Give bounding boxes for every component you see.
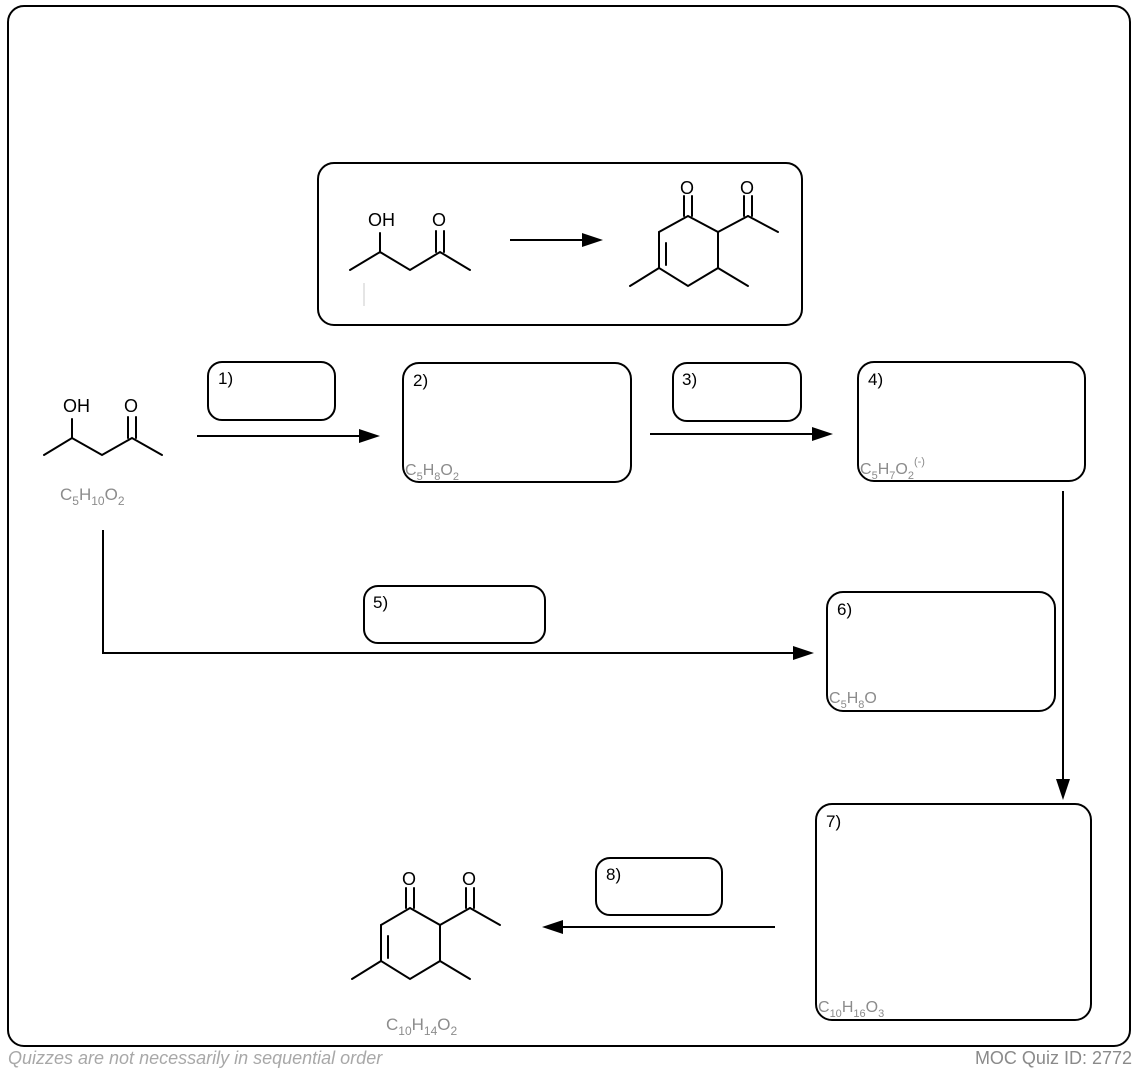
arrow-7-to-product	[542, 920, 775, 934]
step-3-box[interactable]	[672, 362, 802, 422]
step-5-label: 5)	[373, 593, 388, 612]
overview-hydroxyl-label: OH	[368, 210, 395, 230]
quiz-id: MOC Quiz ID: 2772	[974, 1048, 1132, 1068]
overview-arrow	[510, 233, 603, 247]
final-product: O O	[351, 869, 501, 981]
product-formula: C10H14O2	[386, 1015, 458, 1038]
step-4-formula: C5H7O2(-)	[860, 456, 925, 482]
outer-frame	[7, 5, 1131, 1047]
arrow-2-to-4	[650, 427, 833, 441]
start-carbonyl-oxygen-label: O	[124, 396, 138, 416]
overview-ketone-oxygen-label: O	[680, 178, 694, 198]
overview-starting-material: OH O	[349, 210, 471, 306]
step-7-label: 7)	[826, 812, 841, 831]
step-1-label: 1)	[218, 369, 233, 388]
step-2-box[interactable]	[402, 362, 632, 483]
arrow-4-to-7	[1056, 491, 1070, 800]
footer-note: Quizzes are not necessarily in sequentia…	[8, 1048, 383, 1068]
step-4-label: 4)	[868, 370, 883, 389]
overview-product: O O	[629, 178, 779, 288]
step-7-formula: C10H16O3	[818, 999, 884, 1020]
product-acetyl-oxygen-label: O	[462, 869, 476, 889]
arrow-1-to-2	[197, 429, 380, 443]
start-formula: C5H10O2	[60, 485, 125, 508]
overview-box	[317, 162, 803, 326]
overview-acetyl-oxygen-label: O	[740, 178, 754, 198]
step-2-formula: C5H8O2	[405, 462, 459, 483]
start-hydroxyl-label: OH	[63, 396, 90, 416]
arrow-start-to-6	[102, 530, 814, 660]
step-8-box[interactable]	[595, 857, 723, 916]
step-8-label: 8)	[606, 865, 621, 884]
starting-material: OH O	[43, 396, 163, 457]
step-2-label: 2)	[413, 371, 428, 390]
step-1-box[interactable]	[207, 361, 336, 421]
step-6-box[interactable]	[826, 591, 1056, 712]
product-ketone-oxygen-label: O	[402, 869, 416, 889]
step-6-label: 6)	[837, 600, 852, 619]
overview-carbonyl-oxygen-label: O	[432, 210, 446, 230]
step-3-label: 3)	[682, 370, 697, 389]
step-7-box[interactable]	[815, 803, 1092, 1021]
step-5-box[interactable]	[363, 585, 546, 644]
step-6-formula: C5H8O	[829, 690, 877, 711]
step-4-box[interactable]	[857, 361, 1086, 482]
